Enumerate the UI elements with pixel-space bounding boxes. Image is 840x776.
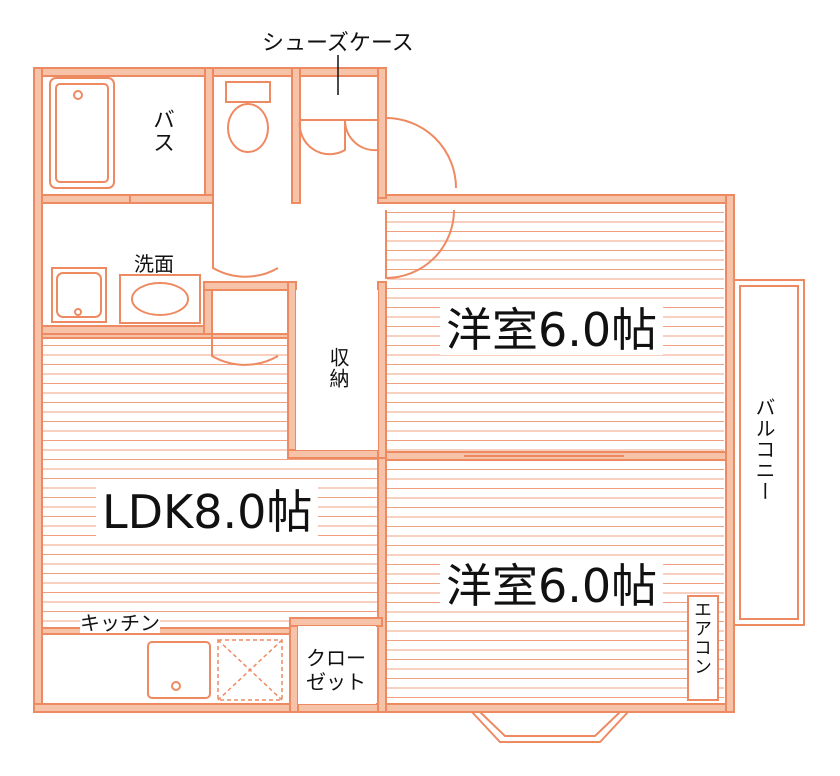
door-ldk-arc — [211, 290, 279, 366]
wall-shoe-right — [377, 67, 387, 199]
wall-storage-right — [377, 281, 387, 459]
storage-label: 収納 — [326, 347, 350, 389]
western-room-top-label: 洋室6.0帖 — [440, 305, 664, 355]
fixtures — [41, 52, 805, 743]
wall-right — [725, 194, 735, 713]
washer-pan-inner — [56, 272, 102, 318]
door-western-top-arc — [385, 209, 455, 280]
kitchen-counter — [41, 633, 291, 705]
bay-window-outer — [471, 711, 629, 743]
bath-label: バス — [149, 108, 174, 154]
stove — [217, 639, 283, 701]
door-entry-arc — [385, 117, 457, 189]
walls — [33, 67, 735, 713]
shoe-case-label: シューズケース — [262, 31, 414, 56]
wall-bath-bottom2 — [129, 194, 214, 204]
bay-window-inner — [479, 711, 621, 737]
door-washroom-arc — [212, 203, 279, 278]
balcony-inner — [739, 285, 799, 620]
balcony-label: バルコニー — [752, 397, 776, 502]
wall-closet-left — [289, 617, 299, 713]
wall-corridor-top — [203, 281, 289, 291]
sink-basin — [131, 282, 189, 316]
washer-drain — [74, 308, 82, 316]
closet-label-line1: クロー — [306, 646, 366, 670]
wall-wash-bottom — [41, 325, 213, 335]
wall-closet-top — [289, 617, 383, 627]
western-room-bottom-label: 洋室6.0帖 — [440, 561, 664, 611]
wall-bath-bottom — [41, 194, 131, 204]
kitchen-sink — [147, 641, 211, 699]
aircon-label: エアコン — [691, 600, 712, 676]
closet-label-line2: ゼット — [306, 670, 366, 694]
bathtub-drain — [73, 90, 83, 100]
bathtub-inner — [55, 83, 109, 183]
wall-left — [33, 67, 43, 713]
stove-cross — [217, 639, 283, 701]
wall-ldk-top — [41, 333, 289, 339]
wall-bath-toilet — [204, 67, 214, 204]
kitchen-sink-drain — [171, 681, 181, 691]
hatch-western-bottom — [387, 469, 724, 698]
ldk-label: LDK8.0帖 — [96, 487, 319, 537]
wall-storage-bottom — [287, 449, 387, 459]
washroom-label: 洗面 — [134, 252, 174, 276]
bathtub — [49, 77, 115, 189]
wall-top-right — [377, 194, 735, 204]
toilet-bowl — [227, 103, 269, 153]
kitchen-label: キッチン — [80, 611, 160, 635]
wall-storage-left — [287, 281, 297, 459]
wall-ldk-right — [377, 457, 387, 713]
toilet-tank — [225, 81, 271, 103]
shoe-case-doors — [298, 119, 379, 156]
wall-toilet-shoe — [291, 67, 301, 204]
washer-pan — [51, 267, 107, 323]
